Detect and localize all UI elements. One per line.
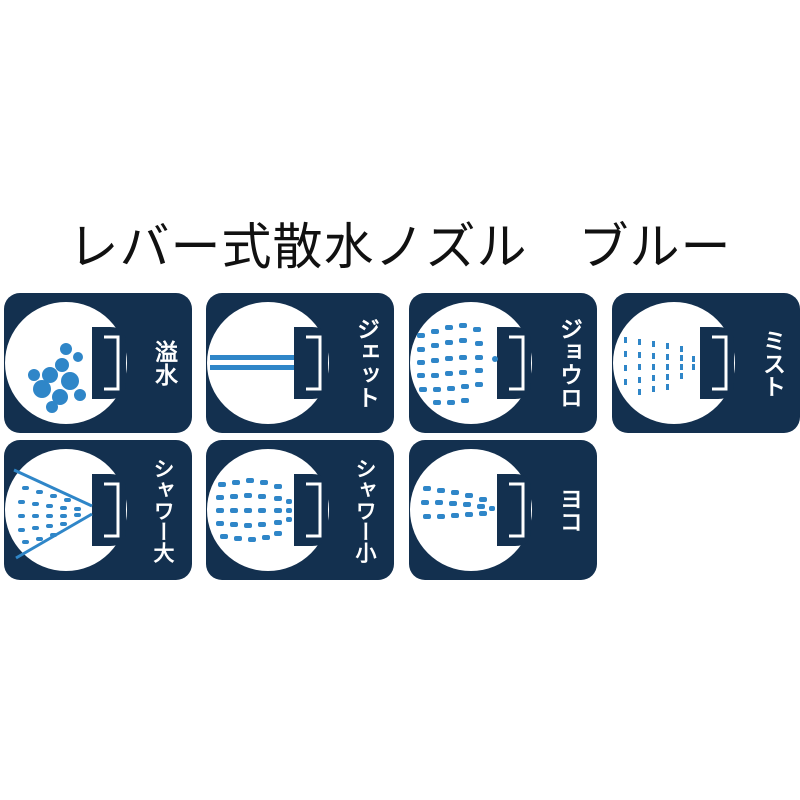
- mode-label-overflow: 溢水: [150, 340, 177, 386]
- flat-fan-spray-icon: [410, 449, 532, 571]
- large-shower-spray-icon: [5, 449, 127, 571]
- mode-card-large-shower: シャワー大: [4, 440, 192, 580]
- mode-card-overflow: 溢水: [4, 293, 192, 433]
- mode-card-flat-fan: ヨコ: [409, 440, 597, 580]
- jet-spray-icon: [207, 302, 329, 424]
- mode-label-flat-fan: ヨコ: [555, 487, 582, 533]
- overflow-spray-icon: [5, 302, 127, 424]
- mode-label-jet: ジェット: [352, 317, 379, 409]
- mode-card-mist: ミスト: [612, 293, 800, 433]
- mode-label-large-shower: シャワー大: [151, 457, 175, 563]
- mode-card-small-shower: シャワー小: [206, 440, 394, 580]
- mode-card-jet: ジェット: [206, 293, 394, 433]
- small-shower-spray-icon: [207, 449, 329, 571]
- mode-label-mist: ミスト: [758, 328, 785, 398]
- product-title: レバー式散水ノズル ブルー: [68, 218, 732, 276]
- mode-card-watering-can: ジョウロ: [409, 293, 597, 433]
- mode-label-small-shower: シャワー小: [353, 457, 377, 563]
- watering-can-spray-icon: [410, 302, 532, 424]
- mode-label-watering-can: ジョウロ: [555, 317, 582, 409]
- mist-spray-icon: [613, 302, 735, 424]
